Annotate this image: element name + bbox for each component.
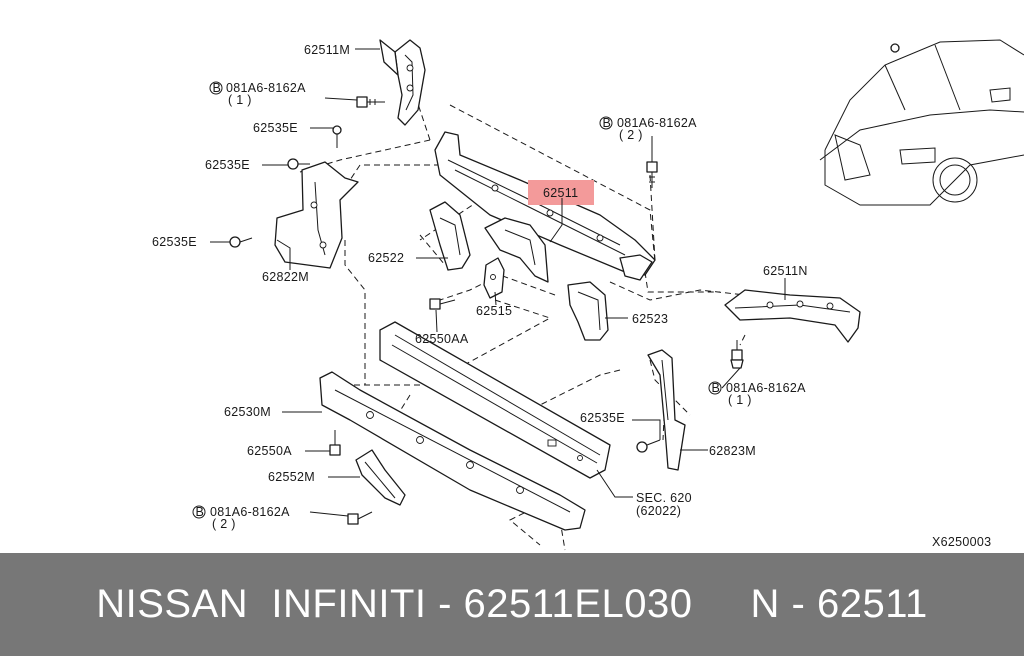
bolt-symbol-3: B	[712, 381, 721, 395]
label-bolt-b: 081A6-8162A	[617, 116, 697, 130]
labels: 62511M 081A6-8162A ( 1 ) 62535E 62535E 6…	[152, 43, 991, 549]
bolt-symbol-2: B	[603, 116, 612, 130]
bolt-62550AA	[429, 298, 456, 310]
parts-diagram: B B B B 62511M 081A6-8162A ( 1 ) 62535E …	[152, 39, 1024, 551]
bolt-upper-left	[356, 96, 385, 108]
label-bolt-c-qty: ( 1 )	[728, 393, 752, 407]
part-62511	[434, 131, 656, 283]
part-62823M	[647, 349, 686, 471]
label-62822M: 62822M	[262, 270, 309, 284]
part-62552M	[355, 449, 406, 506]
label-bolt-a: 081A6-8162A	[226, 81, 306, 95]
highlight-62511	[528, 180, 594, 205]
label-62511: 62511	[543, 186, 578, 200]
bolt-62550A	[329, 430, 341, 456]
car-icon	[890, 43, 900, 53]
label-62823M: 62823M	[709, 444, 756, 458]
diagram-code: X6250003	[932, 535, 991, 549]
label-62552M: 62552M	[268, 470, 315, 484]
label-62535E-1: 62535E	[253, 121, 298, 135]
bolt-symbols: B B B B	[192, 81, 722, 519]
label-62530M: 62530M	[224, 405, 271, 419]
label-62550A: 62550A	[247, 444, 292, 458]
label-bolt-d-qty: ( 2 )	[212, 517, 236, 531]
clip-62535E-3	[229, 236, 253, 248]
clip-62535E-2	[287, 158, 310, 170]
label-bolt-a-qty: ( 1 )	[228, 93, 252, 107]
part-62523	[567, 281, 609, 341]
leader-lines	[210, 48, 786, 517]
clip-62535E-1	[332, 125, 342, 148]
part-62515	[483, 257, 505, 299]
label-62522: 62522	[368, 251, 404, 265]
part-62530M	[319, 371, 586, 531]
part-62822M	[274, 161, 359, 269]
part-62511N	[724, 289, 861, 343]
bolt-lower-left	[347, 511, 373, 525]
label-bolt-c: 081A6-8162A	[726, 381, 806, 395]
label-sec-ref: (62022)	[636, 504, 681, 518]
label-62523: 62523	[632, 312, 668, 326]
bolt-upper-right	[646, 161, 658, 188]
footer-part-number: NISSAN INFINITI - 62511EL030 N - 62511	[96, 582, 928, 626]
label-62535E-2: 62535E	[205, 158, 250, 172]
clip-62535E-4	[636, 439, 661, 453]
label-62511N: 62511N	[763, 264, 808, 278]
label-62550AA: 62550AA	[415, 332, 469, 346]
bolt-symbol-4: B	[196, 505, 205, 519]
part-62522	[429, 201, 471, 271]
footer-banner: NISSAN INFINITI - 62511EL030 N - 62511	[0, 553, 1024, 656]
label-62535E-3: 62535E	[152, 235, 197, 249]
label-62511M: 62511M	[304, 43, 350, 57]
label-bolt-d: 081A6-8162A	[210, 505, 290, 519]
bolt-right-lower	[730, 340, 744, 369]
part-sec-620-beam	[379, 321, 611, 479]
vehicle-outline	[819, 39, 1024, 206]
label-sec-620: SEC. 620	[636, 491, 692, 505]
part-62511M	[379, 39, 426, 126]
label-62515: 62515	[476, 304, 512, 318]
label-62535E-4: 62535E	[580, 411, 625, 425]
bolt-symbol-1: B	[213, 81, 222, 95]
label-bolt-b-qty: ( 2 )	[619, 128, 643, 142]
